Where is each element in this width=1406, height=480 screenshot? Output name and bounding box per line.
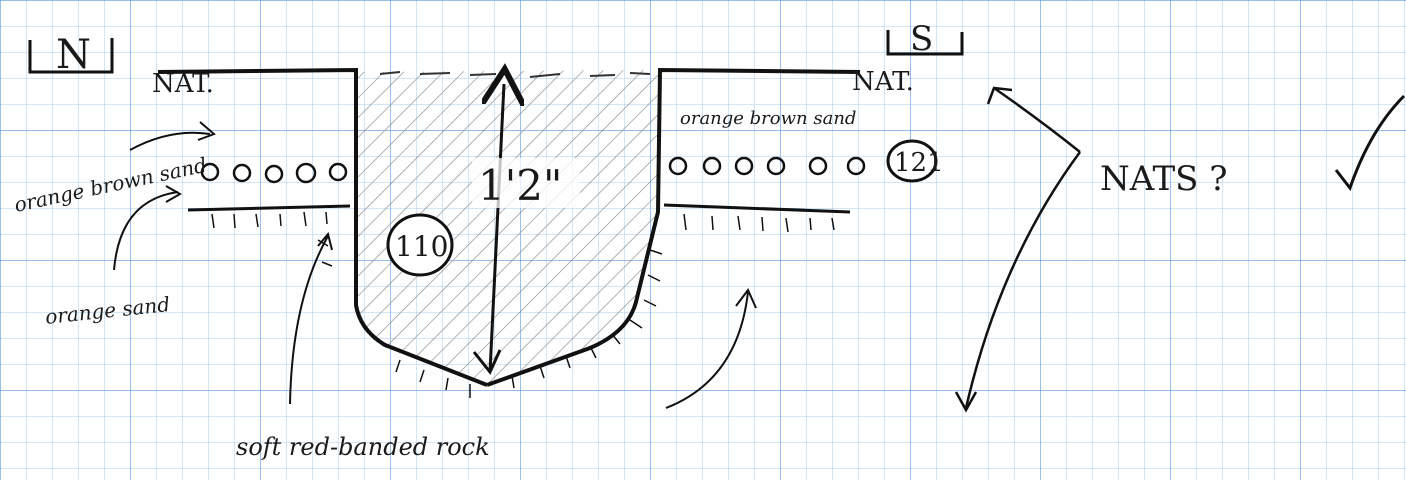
annotation-soft-bedrock: soft red-banded rock <box>236 433 490 461</box>
layer-boundary-north <box>187 204 351 212</box>
leader-bedrock-north <box>289 231 333 405</box>
nat-label-north: NAT. <box>152 69 214 99</box>
cut-outline-north <box>157 67 488 387</box>
leader-bedrock-south <box>665 288 757 409</box>
soil-ticks-north <box>211 211 328 229</box>
stones-south <box>668 156 866 176</box>
cut-outline-south <box>486 67 861 387</box>
context-110-label: 110 <box>395 230 448 263</box>
depth-arrow <box>490 84 504 373</box>
south-label: S <box>910 19 933 59</box>
context-121-label: 121 <box>894 148 944 178</box>
soil-ticks-south <box>683 213 835 233</box>
north-label-box: N <box>28 32 114 78</box>
checkmark-icon <box>1334 94 1406 192</box>
annotation-orange-brown-sand-south: orange brown sand <box>680 108 856 129</box>
cut-fill-hatched <box>356 70 662 384</box>
depth-label-bg <box>472 158 580 208</box>
nats-arrow-up <box>986 86 1081 153</box>
nats-arrow-down <box>954 151 1082 413</box>
layer-boundary-south <box>663 203 851 214</box>
north-label: N <box>56 32 91 78</box>
context-121-circle: 121 <box>886 139 944 183</box>
depth-arrow-bottom-head <box>472 349 502 375</box>
depth-label: 1'2" <box>478 161 562 210</box>
south-label-box: S <box>886 19 964 59</box>
cut-edge-ticks <box>317 239 663 398</box>
nat-label-south: NAT. <box>852 67 914 97</box>
leader-north-lower <box>113 185 183 271</box>
context-110-circle: 110 <box>386 213 454 277</box>
leader-north-upper <box>129 121 216 151</box>
annotation-nats-question: NATS ? <box>1100 159 1227 199</box>
stones-north <box>200 162 348 184</box>
